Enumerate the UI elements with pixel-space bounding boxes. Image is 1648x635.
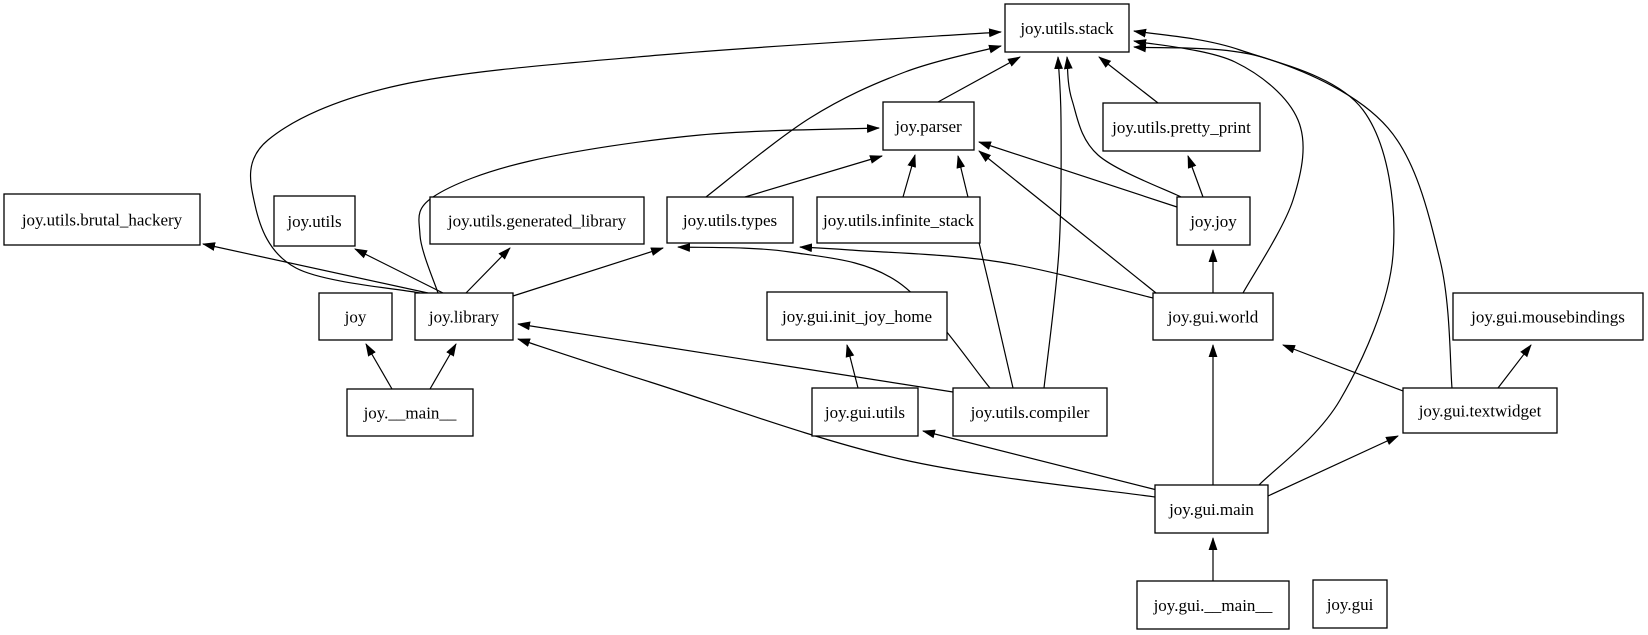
- edge-joy-joy-to-joy-utils-pretty-print: [1187, 155, 1204, 198]
- edge-joy-utils-compiler-to-joy-parser: [956, 155, 1014, 389]
- node-joy-gui-main: joy.gui.__main__: [1136, 580, 1290, 630]
- node-label-joy-gui-main: joy.gui.main: [1168, 500, 1254, 519]
- node-box-joy-gui: [1312, 579, 1388, 629]
- edge-joy-library-to-joy-utils-brutal-hackery: [202, 242, 429, 294]
- node-joy-utils-types: joy.utils.types: [666, 196, 794, 244]
- node-joy-gui: joy.gui: [1312, 579, 1388, 629]
- node-box-joy-utils: [273, 195, 356, 247]
- edge-joy-library-to-joy-utils-types: [512, 247, 664, 297]
- node-joy-utils-compiler: joy.utils.compiler: [952, 387, 1108, 437]
- node-label-joy-gui-textwidget: joy.gui.textwidget: [1418, 402, 1542, 421]
- node-box-joy-main: [346, 388, 474, 437]
- edge-joy-gui-textwidget-to-joy-gui-world: [1282, 344, 1404, 392]
- edge-joy-gui-main-to-joy-gui-utils: [922, 429, 1158, 491]
- node-label-joy-utils-infinite-stack: joy.utils.infinite_stack: [822, 211, 974, 230]
- node-box-joy-gui-textwidget: [1402, 387, 1558, 434]
- node-label-joy-gui-init-joy-home: joy.gui.init_joy_home: [781, 307, 932, 326]
- node-box-joy: [318, 292, 393, 341]
- node-label-joy-utils: joy.utils: [286, 212, 341, 231]
- node-box-joy-joy: [1176, 196, 1251, 246]
- node-box-joy-gui-main: [1154, 484, 1269, 534]
- node-box-joy-utils-brutal-hackery: [3, 193, 201, 246]
- node-label-joy-gui-utils: joy.gui.utils: [824, 403, 905, 422]
- edge-joy-utils-compiler-to-joy-utils-stack: [1043, 56, 1063, 389]
- node-box-joy-utils-infinite-stack: [816, 196, 981, 244]
- node-box-joy-utils-stack: [1004, 3, 1130, 53]
- edge-joy-gui-textwidget-to-joy-gui-mousebindings: [1497, 344, 1532, 389]
- node-label-joy-utils-pretty-print: joy.utils.pretty_print: [1111, 118, 1251, 137]
- edge-joy-main-to-joy: [365, 343, 393, 390]
- edge-joy-gui-world-to-joy-utils-stack: [1133, 39, 1304, 294]
- node-joy-utils: joy.utils: [273, 195, 356, 247]
- node-joy-library: joy.library: [414, 292, 514, 341]
- node-label-joy-parser: joy.parser: [894, 117, 962, 136]
- node-box-joy-gui-init-joy-home: [766, 291, 948, 341]
- node-joy-gui-init-joy-home: joy.gui.init_joy_home: [766, 291, 948, 341]
- edge-joy-gui-main-to-joy-gui-textwidget: [1267, 435, 1399, 497]
- node-box-joy-gui-mousebindings: [1452, 292, 1644, 341]
- node-joy-utils-generated-library: joy.utils.generated_library: [429, 196, 645, 245]
- node-label-joy-utils-types: joy.utils.types: [682, 211, 777, 230]
- node-box-joy-parser: [882, 101, 975, 151]
- node-joy-gui-textwidget: joy.gui.textwidget: [1402, 387, 1558, 434]
- edge-joy-utils-compiler-to-joy-utils-types: [677, 243, 991, 389]
- edge-joy-main-to-joy-library: [429, 343, 457, 390]
- edge-joy-library-to-joy-utils-stack: [249, 28, 1002, 294]
- node-label-joy-utils-generated-library: joy.utils.generated_library: [447, 212, 627, 231]
- edge-joy-gui-world-to-joy-utils-types: [799, 243, 1154, 299]
- nodes-layer: joy.utils.stack joy.parser joy.utils.prett…: [3, 3, 1644, 630]
- edge-joy-gui-textwidget-to-joy-utils-stack: [1133, 43, 1453, 389]
- edge-joy-library-to-joy-parser: [418, 124, 880, 294]
- edges-layer: [202, 28, 1532, 581]
- node-joy-gui-world: joy.gui.world: [1152, 292, 1274, 341]
- node-joy-gui-utils: joy.gui.utils: [811, 387, 919, 437]
- edge-joy-utils-infinite-stack-to-joy-parser: [902, 154, 916, 198]
- node-label-joy: joy: [344, 308, 367, 327]
- node-box-joy-utils-generated-library: [429, 196, 645, 245]
- edge-joy-library-to-joy-utils-generated-library: [465, 247, 511, 294]
- node-label-joy-utils-stack: joy.utils.stack: [1019, 19, 1114, 38]
- edge-joy-parser-to-joy-utils-stack: [937, 56, 1021, 103]
- node-label-joy-gui-main: joy.gui.__main__: [1153, 596, 1273, 615]
- node-label-joy-gui-mousebindings: joy.gui.mousebindings: [1470, 308, 1625, 327]
- node-label-joy-library: joy.library: [428, 308, 500, 327]
- node-label-joy-gui: joy.gui: [1326, 595, 1374, 614]
- node-label-joy-gui-world: joy.gui.world: [1167, 308, 1259, 327]
- node-joy-gui-mousebindings: joy.gui.mousebindings: [1452, 292, 1644, 341]
- node-label-joy-utils-compiler: joy.utils.compiler: [970, 403, 1090, 422]
- node-box-joy-library: [414, 292, 514, 341]
- node-box-joy-gui-world: [1152, 292, 1274, 341]
- node-box-joy-gui-main: [1136, 580, 1290, 630]
- node-joy: joy: [318, 292, 393, 341]
- node-box-joy-utils-pretty-print: [1102, 102, 1261, 152]
- node-joy-utils-stack: joy.utils.stack: [1004, 3, 1130, 53]
- edge-joy-utils-pretty-print-to-joy-utils-stack: [1098, 56, 1159, 104]
- edge-joy-utils-types-to-joy-parser: [744, 155, 883, 198]
- node-label-joy-utils-brutal-hackery: joy.utils.brutal_hackery: [21, 211, 183, 230]
- edge-joy-gui-world-to-joy-parser: [978, 150, 1157, 294]
- node-joy-gui-main: joy.gui.main: [1154, 484, 1269, 534]
- edge-joy-utils-types-to-joy-utils-stack: [705, 44, 1002, 198]
- edge-joy-gui-main-to-joy-utils-stack: [1133, 28, 1395, 486]
- node-box-joy-gui-utils: [811, 387, 919, 437]
- node-joy-utils-brutal-hackery: joy.utils.brutal_hackery: [3, 193, 201, 246]
- edge-joy-joy-to-joy-parser: [978, 141, 1178, 208]
- node-joy-joy: joy.joy: [1176, 196, 1251, 246]
- edge-joy-utils-compiler-to-joy-library: [517, 321, 954, 393]
- node-label-joy-main: joy.__main__: [363, 404, 457, 423]
- node-joy-parser: joy.parser: [882, 101, 975, 151]
- edge-joy-joy-to-joy-utils-stack: [1063, 56, 1182, 198]
- node-box-joy-utils-types: [666, 196, 794, 244]
- node-joy-utils-infinite-stack: joy.utils.infinite_stack: [816, 196, 981, 244]
- node-joy-utils-pretty-print: joy.utils.pretty_print: [1102, 102, 1261, 152]
- node-label-joy-joy: joy.joy: [1189, 212, 1237, 231]
- edge-joy-library-to-joy-utils: [354, 248, 444, 294]
- edge-joy-gui-main-to-joy-library: [517, 338, 1156, 498]
- node-box-joy-utils-compiler: [952, 387, 1108, 437]
- node-joy-main: joy.__main__: [346, 388, 474, 437]
- edge-joy-gui-utils-to-joy-gui-init-joy-home: [845, 344, 859, 389]
